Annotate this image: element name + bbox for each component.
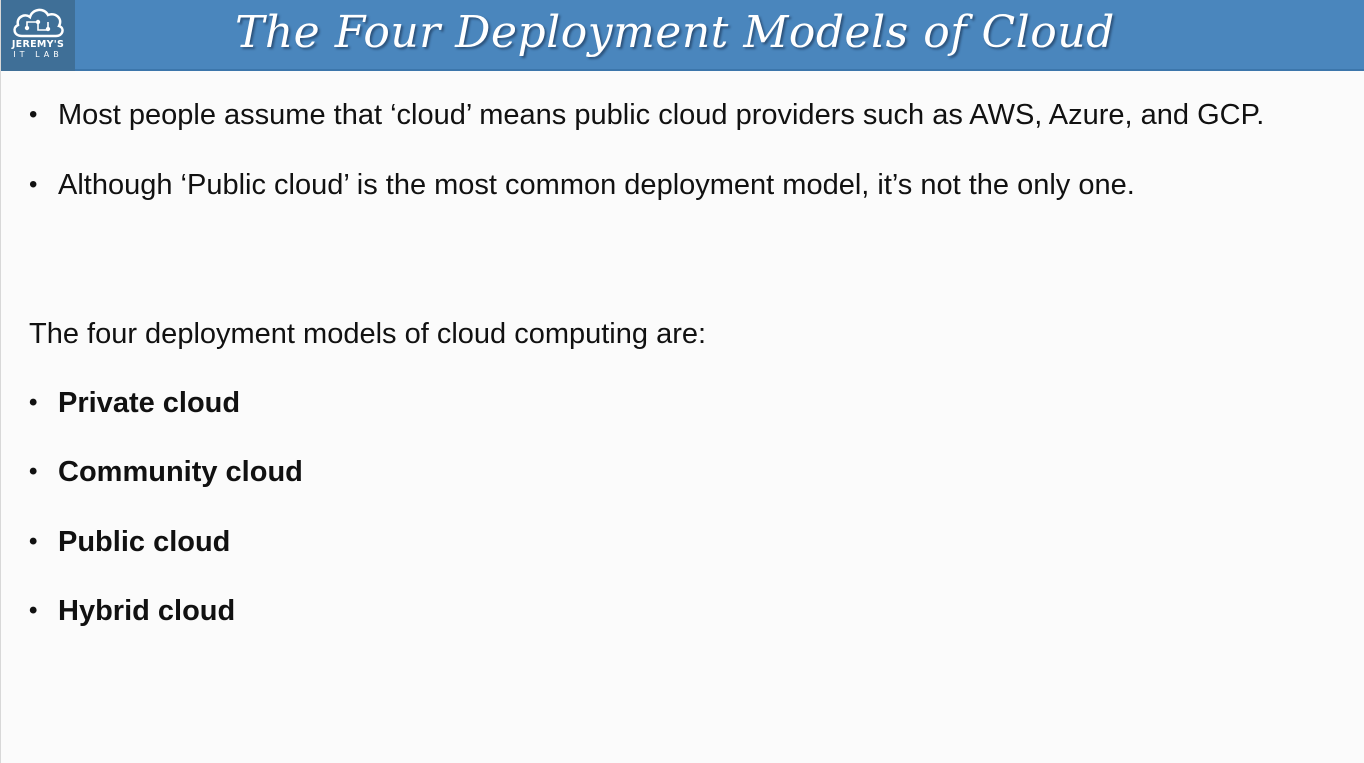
bullet-dot: • (29, 597, 38, 624)
model-label: Private cloud (58, 387, 241, 419)
intro-bullet-text: Although ‘Public cloud’ is the most comm… (58, 169, 1135, 201)
bullet-dot: • (29, 389, 38, 416)
logo-line2: IT LAB (13, 50, 63, 59)
model-label: Hybrid cloud (58, 595, 236, 627)
logo-line1: JEREMY'S (11, 39, 65, 50)
bullet-dot: • (29, 101, 38, 128)
lead-text: The four deployment models of cloud comp… (29, 318, 707, 350)
model-label: Public cloud (58, 526, 231, 558)
logo: JEREMY'S IT LAB (1, 0, 75, 71)
bullet-dot: • (29, 171, 38, 198)
model-label: Community cloud (58, 456, 303, 488)
intro-bullet-2: • Although ‘Public cloud’ is the most com… (29, 168, 1135, 202)
model-bullet-hybrid: • Hybrid cloud (29, 594, 235, 628)
logo-text: JEREMY'S IT LAB (1, 40, 75, 60)
intro-bullet-text: Most people assume that ‘cloud’ means pu… (58, 99, 1265, 131)
slide-title: The Four Deployment Models of Cloud (235, 7, 1115, 58)
bullet-dot: • (29, 458, 38, 485)
intro-bullet-1: • Most people assume that ‘cloud’ means p… (29, 98, 1264, 132)
model-bullet-public: • Public cloud (29, 525, 230, 559)
cloud-network-icon (13, 8, 64, 38)
model-bullet-community: • Community cloud (29, 455, 303, 489)
model-bullet-private: • Private cloud (29, 386, 240, 420)
header-bar: JEREMY'S IT LAB The Four Deployment Mode… (1, 0, 1364, 71)
bullet-dot: • (29, 528, 38, 555)
